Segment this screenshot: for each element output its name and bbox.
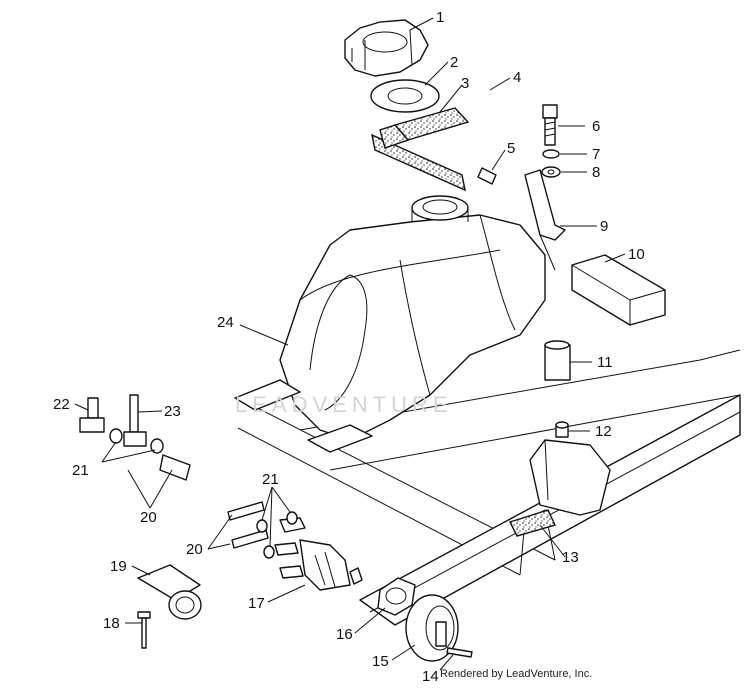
vent-fitting bbox=[477, 167, 497, 185]
label-21-right: 21 bbox=[262, 471, 279, 488]
flat-washer bbox=[541, 166, 561, 178]
valve-bracket bbox=[137, 564, 202, 620]
label-22: 22 bbox=[53, 396, 70, 413]
label-21-left: 21 bbox=[72, 462, 89, 479]
label-11: 11 bbox=[597, 354, 613, 371]
label-24: 24 bbox=[217, 314, 234, 331]
label-23: 23 bbox=[164, 403, 181, 420]
gauge-cover bbox=[405, 594, 459, 662]
label-5: 5 bbox=[507, 140, 515, 157]
label-6: 6 bbox=[592, 118, 600, 135]
label-17: 17 bbox=[248, 595, 265, 612]
label-18: 18 bbox=[103, 615, 120, 632]
filler-neck bbox=[411, 195, 469, 222]
foam-pads bbox=[371, 107, 470, 192]
watermark: LEADVENTURE bbox=[235, 392, 453, 417]
label-14: 14 bbox=[422, 668, 439, 685]
label-15: 15 bbox=[372, 653, 389, 670]
valve-hoses bbox=[227, 501, 298, 559]
rubber-block bbox=[571, 254, 666, 326]
label-19: 19 bbox=[110, 558, 127, 575]
cap-gasket bbox=[370, 79, 440, 113]
label-2: 2 bbox=[450, 54, 458, 71]
label-10: 10 bbox=[628, 246, 645, 263]
bolt bbox=[542, 104, 558, 146]
label-13: 13 bbox=[562, 549, 579, 566]
left-fittings bbox=[79, 394, 191, 481]
credit-text: Rendered by LeadVenture, Inc. bbox=[440, 668, 593, 680]
label-20-right: 20 bbox=[186, 541, 203, 558]
leader-lines bbox=[74, 17, 626, 671]
label-3: 3 bbox=[461, 75, 469, 92]
label-4: 4 bbox=[513, 69, 521, 86]
label-7: 7 bbox=[592, 146, 600, 163]
label-20-left: 20 bbox=[140, 509, 157, 526]
frame-bracket bbox=[509, 439, 611, 537]
spacer bbox=[555, 421, 569, 438]
part-labels: 1 2 3 4 5 6 7 8 9 10 11 12 13 14 15 16 1… bbox=[53, 9, 645, 685]
vent-hose bbox=[470, 79, 489, 164]
rubber-bumper bbox=[544, 340, 571, 381]
rivet bbox=[137, 611, 151, 649]
label-8: 8 bbox=[592, 164, 600, 181]
label-9: 9 bbox=[600, 218, 608, 235]
label-12: 12 bbox=[595, 423, 612, 440]
label-1: 1 bbox=[436, 9, 444, 26]
lock-washer bbox=[542, 149, 560, 159]
tank-strap bbox=[524, 169, 566, 271]
frame-rails bbox=[237, 349, 741, 626]
locknut bbox=[377, 577, 416, 616]
gas-cap bbox=[344, 19, 429, 77]
fuel-tank bbox=[234, 214, 546, 453]
fuel-valve bbox=[274, 517, 363, 591]
screw bbox=[446, 647, 473, 658]
label-16: 16 bbox=[336, 626, 353, 643]
